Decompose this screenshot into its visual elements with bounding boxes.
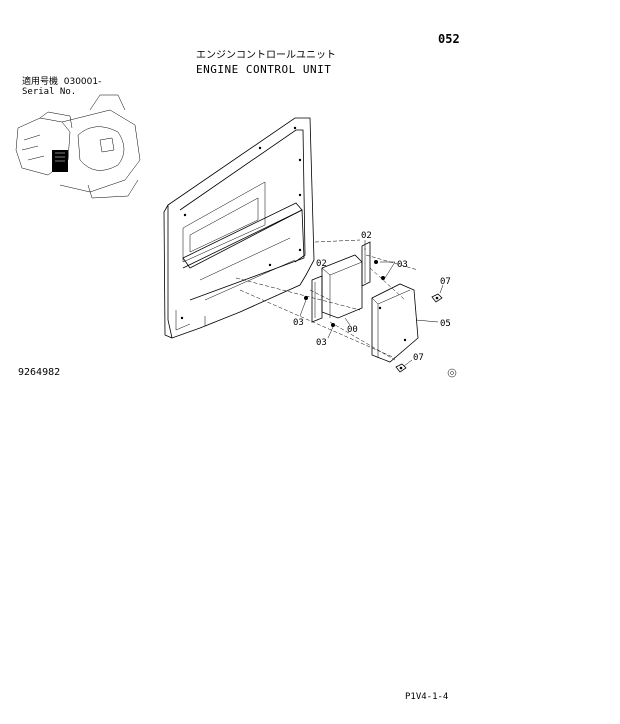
title-english: ENGINE CONTROL UNIT xyxy=(196,63,332,76)
ecu-cover xyxy=(371,283,419,363)
part-label-02-lower: 02 xyxy=(316,259,327,269)
part-label-03-left: 03 xyxy=(293,318,304,328)
part-label-03-bottom: 03 xyxy=(316,338,327,348)
serial-value: 030001- xyxy=(63,77,102,87)
title-japanese: エンジンコントロールユニット xyxy=(196,50,336,61)
registration-mark-icon xyxy=(447,368,457,378)
serial-label-jp-text: 適用号機 xyxy=(22,77,59,87)
sheet-code: P1V4-1-4 xyxy=(405,692,449,702)
engine-control-unit xyxy=(321,254,363,319)
mounting-bracket xyxy=(163,117,315,339)
part-label-02-upper: 02 xyxy=(361,231,372,241)
leader-lines xyxy=(235,239,419,361)
screws xyxy=(304,260,385,327)
part-label-05: 05 xyxy=(440,319,451,329)
part-label-00: 00 xyxy=(347,325,358,335)
callout-lines xyxy=(299,240,444,367)
drawing-number: 9264982 xyxy=(18,367,61,378)
serial-label-japanese: 適用号機 030001- xyxy=(22,78,101,87)
bracket-plate-front xyxy=(311,275,323,323)
part-label-07-lower: 07 xyxy=(413,353,424,363)
page-number: 052 xyxy=(438,32,460,46)
part-label-03-right: 03 xyxy=(397,260,408,270)
machine-thumbnail xyxy=(15,94,141,199)
part-label-07-upper: 07 xyxy=(440,277,451,287)
bracket-plate-rear xyxy=(361,241,371,287)
cover-bolt-lower xyxy=(395,363,407,373)
serial-label-english: Serial No. xyxy=(22,87,77,97)
cover-bolt-upper xyxy=(431,293,443,303)
